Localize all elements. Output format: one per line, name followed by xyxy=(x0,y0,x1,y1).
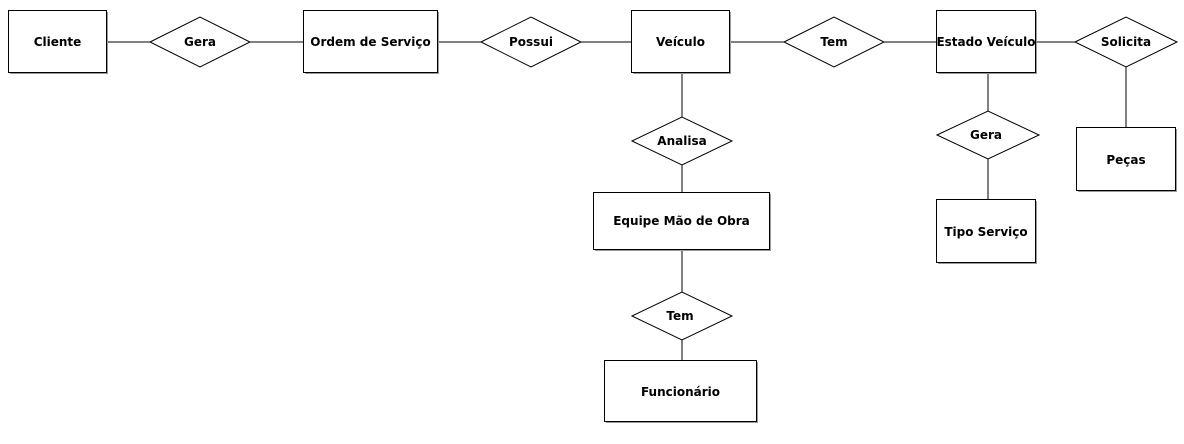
relationship-label: Possui xyxy=(509,35,553,49)
relationship-diamond xyxy=(782,16,886,68)
relationship-diamond xyxy=(630,116,734,166)
entity-pecas: Peças xyxy=(1076,127,1177,192)
entity-box xyxy=(303,10,438,73)
entity-funcionario: Funcionário xyxy=(604,360,758,423)
entity-label: Cliente xyxy=(34,35,82,49)
relationship-label: Solicita xyxy=(1101,35,1151,49)
relationship-gera-cliente-ordem: Gera xyxy=(148,16,252,68)
relationship-label: Gera xyxy=(184,35,216,49)
entity-label: Estado Veículo xyxy=(936,35,1035,49)
relationship-label: Analisa xyxy=(657,134,706,148)
entity-label: Equipe Mão de Obra xyxy=(613,214,750,228)
entity-tipo-servico: Tipo Serviço xyxy=(936,199,1037,264)
entity-equipe-mao-de-obra: Equipe Mão de Obra xyxy=(593,192,771,251)
entity-box xyxy=(8,10,107,73)
entity-cliente: Cliente xyxy=(8,10,108,74)
connectors xyxy=(107,41,1127,361)
entity-ordem-servico: Ordem de Serviço xyxy=(303,10,439,74)
relationship-label: Tem xyxy=(666,309,693,323)
relationship-diamond xyxy=(1073,16,1179,68)
relationship-diamond xyxy=(630,291,734,341)
entity-box xyxy=(1076,127,1176,191)
relationship-label: Tem xyxy=(820,35,847,49)
entity-box xyxy=(593,192,770,250)
relationship-diamond xyxy=(148,16,252,68)
entity-label: Tipo Serviço xyxy=(944,225,1027,239)
entity-box xyxy=(936,199,1036,263)
entity-label: Peças xyxy=(1106,153,1145,167)
relationship-analisa: Analisa xyxy=(630,116,734,166)
relationship-diamond xyxy=(479,16,583,68)
relationship-tem-veiculo-estado: Tem xyxy=(782,16,886,68)
relationship-solicita: Solicita xyxy=(1073,16,1179,68)
relationship-diamond xyxy=(935,110,1041,160)
entity-box xyxy=(936,10,1036,73)
relationship-possui: Possui xyxy=(479,16,583,68)
entity-veiculo: Veículo xyxy=(631,10,731,74)
relationship-tem-equipe-funcionario: Tem xyxy=(630,291,734,341)
entity-box xyxy=(604,360,757,422)
entity-label: Funcionário xyxy=(641,385,720,399)
entity-box xyxy=(631,10,730,73)
entity-label: Veículo xyxy=(656,35,705,49)
entity-estado-veiculo: Estado Veículo xyxy=(936,10,1037,74)
entity-label: Ordem de Serviço xyxy=(310,35,430,49)
relationship-label: Gera xyxy=(970,128,1002,142)
relationship-gera-estado-tipo: Gera xyxy=(935,110,1041,160)
